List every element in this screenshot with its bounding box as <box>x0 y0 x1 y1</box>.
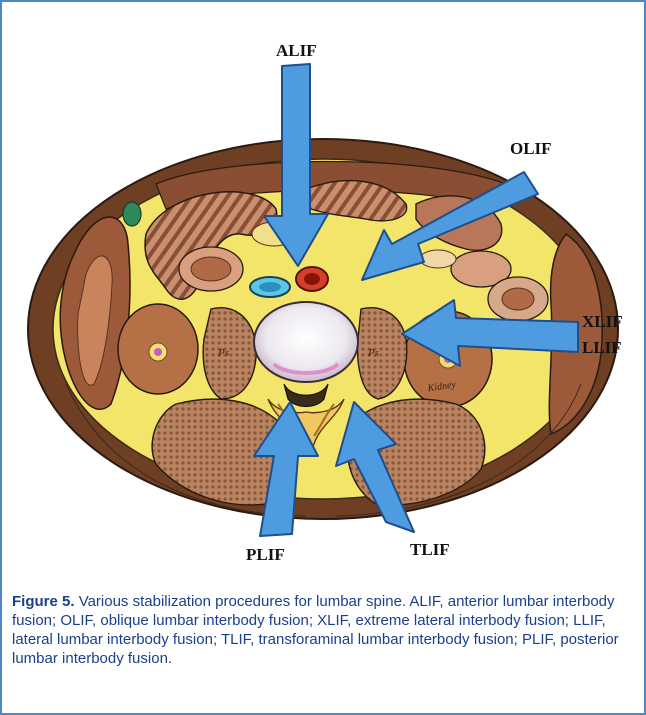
alif-label: ALIF <box>276 41 317 60</box>
llif-label: LLIF <box>582 338 622 357</box>
ps-right-label: Ps <box>367 347 379 359</box>
gallbladder <box>123 202 141 226</box>
figure-caption-label: Figure 5. <box>12 593 75 610</box>
lumbar-cross-section-svg: Ps Ps Kidney <box>6 4 640 584</box>
anatomy-illustration: Ps Ps Kidney <box>6 4 640 584</box>
olif-label: OLIF <box>510 139 552 158</box>
xlif-label: XLIF <box>582 312 623 331</box>
figure-caption-text: Various stabilization procedures for lum… <box>12 593 619 667</box>
plif-label: PLIF <box>246 545 285 564</box>
figure-caption: Figure 5. Various stabilization procedur… <box>12 592 634 668</box>
ps-left-label: Ps <box>217 347 229 359</box>
tlif-label: TLIF <box>410 540 450 559</box>
